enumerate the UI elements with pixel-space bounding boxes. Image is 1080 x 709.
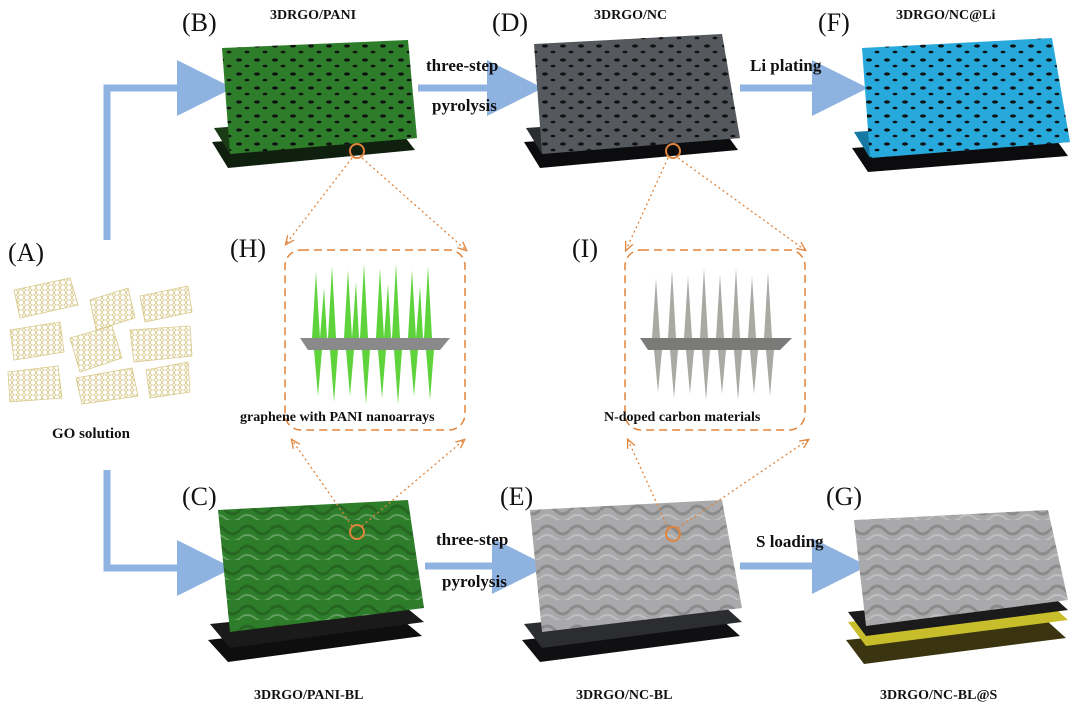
rgo-nc-li-block [852,38,1070,172]
rgo-nc-block [524,34,740,168]
step-label-pyrolysis-bottom-2: pyrolysis [442,572,507,591]
caption-rgo-pani-bl: 3DRGO/PANI-BL [254,688,364,703]
rgo-nc-bl-block [522,500,742,662]
caption-go-solution: GO solution [52,426,130,442]
panel-label-b: (B) [182,8,217,37]
panel-label-c: (C) [182,482,217,511]
caption-rgo-pani: 3DRGO/PANI [270,8,357,23]
n-doped-carbon-illustration [640,268,792,400]
panel-label-g: (G) [826,482,863,511]
zoom-marker-pani [349,143,365,159]
panel-label-h: (H) [230,234,267,263]
caption-n-doped: N-doped carbon materials [604,410,761,425]
caption-rgo-nc-bl-s: 3DRGO/NC-BL@S [880,688,998,703]
zoom-marker-nc-bl [665,526,681,542]
inset-box-i [624,249,806,431]
zoom-marker-pani-bl [349,524,365,540]
panel-label-d: (D) [492,8,529,37]
step-label-pyrolysis-top-2: pyrolysis [432,96,497,115]
step-label-pyrolysis-top-1: three-step [426,56,499,75]
rgo-pani-bl-block [208,500,424,662]
go-sheets-illustration [7,277,193,405]
step-label-s-loading: S loading [756,532,824,551]
caption-rgo-nc-li: 3DRGO/NC@Li [896,8,996,23]
inset-box-h [284,249,466,431]
zoom-lines [286,157,808,529]
go-to-pani-arrow [103,60,233,240]
step-label-li-plating: Li plating [750,56,822,75]
zoom-marker-nc [665,143,681,159]
pani-nanoarray-illustration [300,264,450,404]
panel-label-f: (F) [818,8,850,37]
panel-label-i: (I) [572,234,598,263]
step-label-pyrolysis-bottom-1: three-step [436,530,509,549]
panel-label-a: (A) [8,238,45,267]
panel-label-e: (E) [500,482,534,511]
rgo-nc-bl-s-block [846,510,1068,664]
caption-graphene-pani: graphene with PANI nanoarrays [240,410,435,425]
go-to-pani-bl-arrow [103,470,233,596]
caption-rgo-nc: 3DRGO/NC [594,8,668,23]
rgo-pani-block [212,40,417,168]
caption-rgo-nc-bl: 3DRGO/NC-BL [576,688,673,703]
